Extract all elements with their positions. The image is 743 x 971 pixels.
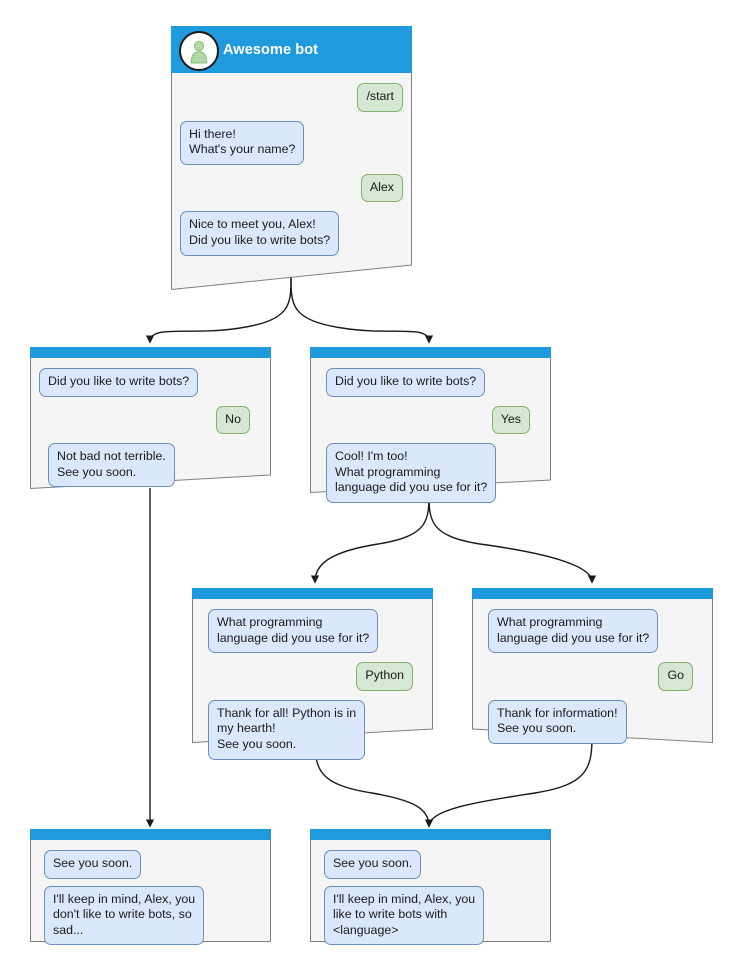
node-language-python[interactable]: What programming language did you use fo… bbox=[192, 588, 433, 760]
user-avatar-icon bbox=[179, 31, 219, 71]
message-row: Did you like to write bots? bbox=[319, 368, 542, 397]
bot-message-bubble[interactable]: Hi there! What's your name? bbox=[180, 120, 305, 165]
node-answer-no-body: Did you like to write bots? No Not bad n… bbox=[30, 358, 271, 488]
node-language-go[interactable]: What programming language did you use fo… bbox=[472, 588, 713, 744]
node-start[interactable]: Awesome bot /start Hi there! What's your… bbox=[171, 26, 412, 290]
message-row: See you soon. bbox=[39, 850, 262, 879]
user-message-bubble[interactable]: Python bbox=[356, 662, 413, 691]
message-row: I'll keep in mind, Alex, you don't like … bbox=[39, 885, 262, 946]
node-end-sad-body: See you soon. I'll keep in mind, Alex, y… bbox=[30, 840, 271, 946]
user-message-bubble[interactable]: Yes bbox=[491, 405, 530, 435]
node-answer-yes[interactable]: Did you like to write bots? Yes Cool! I'… bbox=[310, 347, 551, 503]
user-message-bubble[interactable]: No bbox=[216, 405, 250, 435]
bot-message-bubble[interactable]: Did you like to write bots? bbox=[39, 368, 199, 397]
message-row: Not bad not terrible. See you soon. bbox=[39, 443, 262, 488]
edge-yes-to-python bbox=[310, 491, 430, 584]
node-language-python-body: What programming language did you use fo… bbox=[192, 599, 433, 760]
node-end-happy-body: See you soon. I'll keep in mind, Alex, y… bbox=[310, 840, 551, 946]
bot-message-bubble[interactable]: Not bad not terrible. See you soon. bbox=[48, 443, 175, 488]
message-row: Alex bbox=[180, 173, 403, 203]
message-row: Yes bbox=[319, 405, 542, 435]
node-language-go-header bbox=[472, 588, 713, 599]
message-row: Thank for information! See you soon. bbox=[481, 699, 704, 744]
message-row: I'll keep in mind, Alex, you like to wri… bbox=[319, 885, 542, 946]
node-language-go-body: What programming language did you use fo… bbox=[472, 599, 713, 744]
message-row: /start bbox=[180, 83, 403, 112]
node-start-body: /start Hi there! What's your name? Alex … bbox=[171, 73, 412, 256]
message-row: Did you like to write bots? bbox=[39, 368, 262, 397]
message-row: Go bbox=[481, 662, 704, 691]
bot-message-bubble[interactable]: Cool! I'm too! What programming language… bbox=[326, 443, 497, 503]
node-language-python-header bbox=[192, 588, 433, 599]
bot-message-bubble[interactable]: I'll keep in mind, Alex, you like to wri… bbox=[324, 885, 485, 946]
user-message-bubble[interactable]: Go bbox=[658, 662, 693, 691]
bot-message-bubble[interactable]: I'll keep in mind, Alex, you don't like … bbox=[44, 885, 205, 946]
message-row: Nice to meet you, Alex! Did you like to … bbox=[180, 211, 403, 256]
bot-message-bubble[interactable]: What programming language did you use fo… bbox=[208, 609, 379, 654]
node-end-happy[interactable]: See you soon. I'll keep in mind, Alex, y… bbox=[310, 829, 551, 946]
user-message-bubble[interactable]: Alex bbox=[360, 173, 403, 203]
node-end-sad[interactable]: See you soon. I'll keep in mind, Alex, y… bbox=[30, 829, 271, 946]
bot-message-bubble[interactable]: What programming language did you use fo… bbox=[488, 609, 659, 654]
node-answer-no[interactable]: Did you like to write bots? No Not bad n… bbox=[30, 347, 271, 489]
message-row: See you soon. bbox=[319, 850, 542, 879]
node-answer-no-header bbox=[30, 347, 271, 358]
user-message-bubble[interactable]: /start bbox=[357, 83, 403, 112]
bot-message-bubble[interactable]: See you soon. bbox=[44, 850, 142, 879]
node-answer-yes-body: Did you like to write bots? Yes Cool! I'… bbox=[310, 358, 551, 503]
edge-yes-to-go bbox=[428, 491, 597, 584]
bot-message-bubble[interactable]: Thank for information! See you soon. bbox=[488, 699, 627, 744]
message-row: Cool! I'm too! What programming language… bbox=[319, 443, 542, 503]
bot-message-bubble[interactable]: Did you like to write bots? bbox=[326, 368, 486, 397]
node-answer-yes-header bbox=[310, 347, 551, 358]
message-row: No bbox=[39, 405, 262, 435]
bot-message-bubble[interactable]: Nice to meet you, Alex! Did you like to … bbox=[180, 211, 340, 256]
message-row: What programming language did you use fo… bbox=[481, 609, 704, 654]
edge-go-to-end-happy bbox=[424, 737, 593, 828]
bot-message-bubble[interactable]: See you soon. bbox=[324, 850, 422, 879]
node-end-happy-header bbox=[310, 829, 551, 840]
message-row: Hi there! What's your name? bbox=[180, 120, 403, 165]
node-end-sad-header bbox=[30, 829, 271, 840]
bot-message-bubble[interactable]: Thank for all! Python is in my hearth! S… bbox=[208, 699, 366, 760]
message-row: Thank for all! Python is in my hearth! S… bbox=[201, 699, 424, 760]
node-start-title: Awesome bot bbox=[223, 41, 319, 58]
message-row: What programming language did you use fo… bbox=[201, 609, 424, 654]
message-row: Python bbox=[201, 662, 424, 691]
